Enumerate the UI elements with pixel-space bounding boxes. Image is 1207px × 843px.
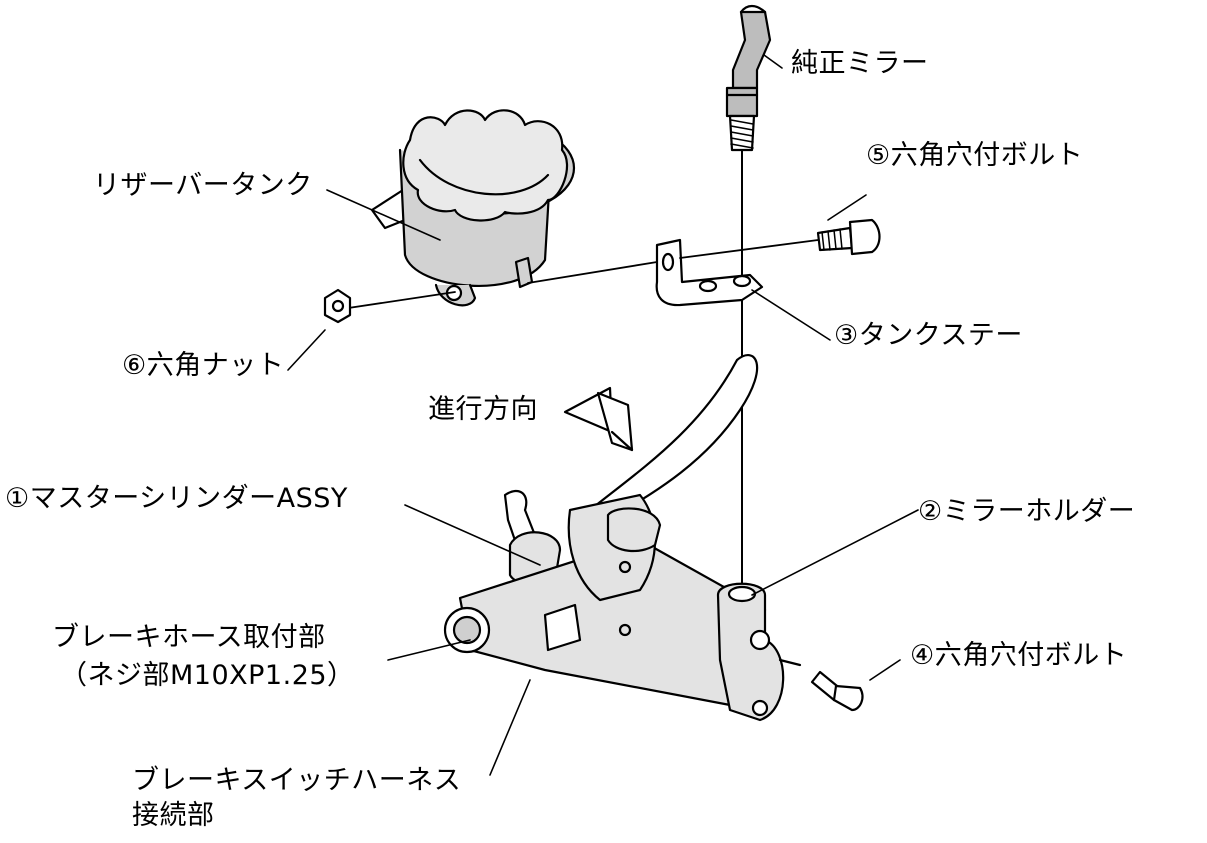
- label-brake-hose-line1: ブレーキホース取付部: [52, 622, 326, 653]
- tank-stay: [655, 238, 764, 307]
- reservoir-tank: [370, 109, 576, 307]
- leader-lines: [287, 54, 919, 776]
- label-mirror-holder: ②ミラーホルダー: [918, 496, 1136, 527]
- mirror-holder-part: [716, 582, 802, 722]
- hex-socket-bolt-4-part: [810, 670, 864, 712]
- hex-nut-part: [323, 288, 352, 324]
- label-reservoir-tank: リザーバータンク: [93, 170, 313, 201]
- label-mirror: 純正ミラー: [791, 48, 929, 79]
- hex-socket-bolt-5-part: [334, 218, 881, 311]
- label-hex-nut: ⑥六角ナット: [122, 350, 285, 381]
- label-master-cylinder: ①マスターシリンダーASSY: [5, 483, 348, 514]
- direction-arrow-icon: [563, 386, 634, 452]
- label-hex-socket-bolt-4: ④六角穴付ボルト: [910, 640, 1128, 671]
- master-cylinder-part: [443, 354, 767, 707]
- label-switch-harness-line2: 接続部: [132, 800, 215, 831]
- label-tank-stay: ③タンクステー: [834, 320, 1023, 351]
- label-switch-harness-line1: ブレーキスイッチハーネス: [132, 765, 462, 796]
- label-hex-socket-bolt-5: ⑤六角穴付ボルト: [866, 140, 1084, 171]
- label-brake-hose-line2: （ネジ部M10XP1.25）: [60, 660, 355, 691]
- label-direction: 進行方向: [428, 394, 538, 425]
